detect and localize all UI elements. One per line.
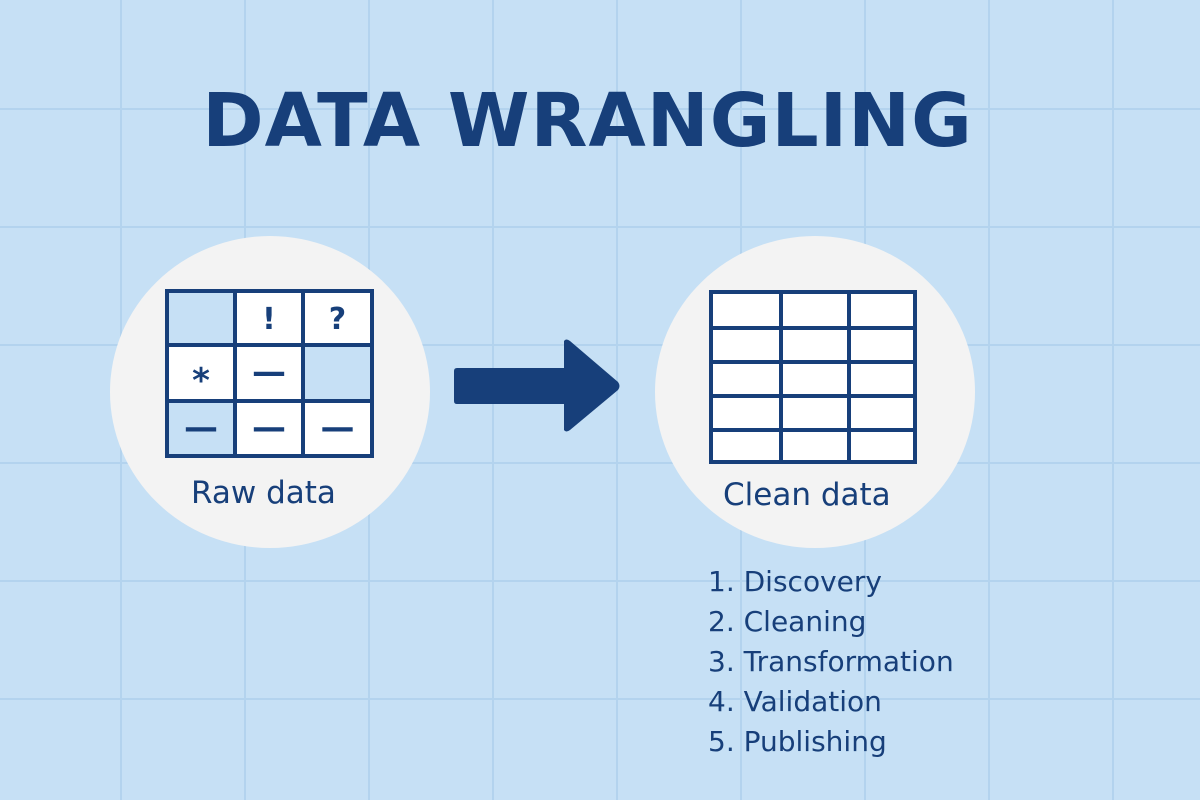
clean-data-table-icon <box>709 290 917 464</box>
raw-table-cell <box>235 345 303 401</box>
raw-table-glyph: ! <box>262 302 276 337</box>
step-item: 3. Transformation <box>708 645 954 678</box>
step-item: 1. Discovery <box>708 565 882 598</box>
raw-table-cell <box>167 345 235 401</box>
clean-data-label: Clean data <box>723 477 891 513</box>
raw-table-glyph: — <box>252 352 286 392</box>
raw-data-label: Raw data <box>191 475 336 511</box>
raw-data-table-icon: !? * — — — — <box>165 289 374 458</box>
raw-table-glyph: — <box>252 408 286 448</box>
raw-table-cell <box>167 401 235 456</box>
arrow-right-icon <box>454 339 620 432</box>
raw-table-glyph: * <box>192 361 210 401</box>
raw-table-glyph: — <box>184 408 218 448</box>
page-title: DATA WRANGLING <box>202 78 973 164</box>
raw-table-glyph: — <box>321 408 355 448</box>
raw-table-cell <box>303 401 372 456</box>
raw-table-glyph: ? <box>329 302 346 337</box>
step-item: 5. Publishing <box>708 725 887 758</box>
raw-table-cell <box>235 291 303 345</box>
wrangling-steps-list: 1. Discovery 2. Cleaning 3. Transformati… <box>708 562 954 762</box>
raw-table-cell <box>167 291 235 345</box>
raw-table-cell <box>303 345 372 401</box>
raw-table-cell <box>235 401 303 456</box>
step-item: 4. Validation <box>708 685 882 718</box>
step-item: 2. Cleaning <box>708 605 867 638</box>
raw-table-cell <box>303 291 372 345</box>
